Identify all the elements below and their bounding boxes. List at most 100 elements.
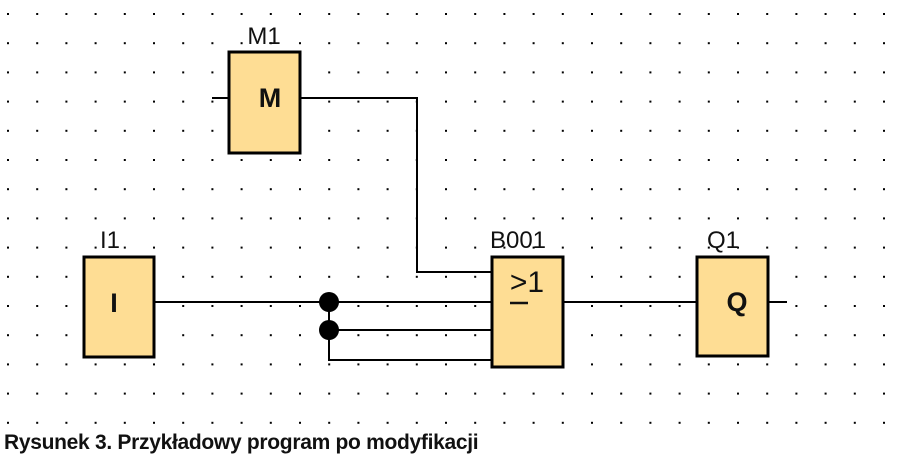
grid-dot (766, 421, 769, 424)
grid-dot (153, 71, 155, 74)
grid-dot (620, 363, 623, 366)
grid-dot (415, 392, 418, 395)
grid-dot (357, 334, 360, 337)
grid-dot (211, 129, 214, 132)
grid-dot (65, 363, 68, 366)
grid-dot (153, 246, 155, 249)
grid-dot (795, 334, 798, 337)
grid-dot (153, 100, 155, 103)
grid-dot (678, 71, 681, 74)
block-m1[interactable]: M1 M (227, 23, 302, 155)
grid-dot (591, 100, 593, 103)
grid-dot (445, 217, 447, 220)
grid-dot (824, 42, 827, 45)
block-i1[interactable]: I1 I (82, 227, 156, 359)
grid-dot (620, 275, 623, 278)
grid-dot (269, 246, 272, 249)
grid-dot (620, 305, 623, 307)
grid-dot (824, 392, 827, 395)
block-b001-or-gate[interactable]: B001 >1 (490, 227, 565, 369)
grid-dot (415, 363, 418, 366)
grid-dot (386, 246, 389, 249)
grid-dot (415, 334, 418, 337)
grid-dot (182, 363, 185, 366)
grid-dot (299, 246, 301, 249)
grid-dot (153, 42, 155, 45)
block-body (695, 255, 770, 358)
grid-dot (123, 71, 126, 74)
grid-dot (445, 42, 447, 45)
grid-dot (474, 100, 477, 103)
grid-dot (445, 392, 447, 395)
grid-dot (269, 275, 272, 278)
grid-dot (737, 13, 739, 15)
grid-dot (7, 392, 9, 395)
grid-dot (415, 305, 418, 307)
grid-dot (824, 188, 827, 191)
grid-dot (883, 71, 885, 74)
grid-dot (737, 217, 739, 220)
block-body (227, 50, 302, 155)
grid-dot (503, 421, 506, 424)
grid-dot (211, 334, 214, 337)
grid-dot (211, 100, 214, 103)
grid-dot (707, 217, 710, 220)
block-body (82, 255, 156, 359)
grid-dot (620, 13, 623, 15)
grid-dot (620, 188, 623, 191)
grid-dot (853, 334, 856, 337)
grid-dot (36, 305, 39, 307)
grid-dot (561, 129, 564, 132)
grid-dot (123, 129, 126, 132)
grid-dot (678, 42, 681, 45)
grid-dot (883, 305, 885, 307)
grid-dot (7, 275, 9, 278)
grid-dot (883, 275, 885, 278)
grid-dot (386, 305, 389, 307)
grid-dot (94, 42, 97, 45)
grid-dot (474, 217, 477, 220)
block-label: I1 (100, 227, 120, 254)
grid-dot (649, 246, 652, 249)
grid-dot (94, 421, 97, 424)
figure-caption: Rysunek 3. Przykładowy program po modyfi… (4, 431, 479, 454)
grid-dot (211, 188, 214, 191)
grid-dot (707, 71, 710, 74)
grid-dot (7, 71, 9, 74)
grid-dot (299, 42, 301, 45)
grid-dot (211, 246, 214, 249)
grid-dot (824, 334, 827, 337)
grid-dot (182, 188, 185, 191)
grid-dot (591, 363, 593, 366)
grid-dot (591, 13, 593, 15)
grid-dot (532, 159, 535, 161)
grid-dot (182, 421, 185, 424)
grid-dot (795, 392, 798, 395)
grid-dot (649, 42, 652, 45)
grid-dot (386, 159, 389, 161)
grid-dot (240, 334, 243, 337)
grid-dot (7, 363, 9, 366)
grid-dot (678, 188, 681, 191)
grid-dot (853, 392, 856, 395)
grid-dot (445, 159, 447, 161)
grid-dot (824, 100, 827, 103)
block-symbol: M (259, 83, 282, 113)
grid-dot (474, 363, 477, 366)
grid-dot (795, 275, 798, 278)
grid-dot (299, 217, 301, 220)
grid-dot (737, 71, 739, 74)
grid-dot (211, 71, 214, 74)
block-q1[interactable]: Q1 Q (695, 227, 770, 358)
grid-dot (737, 363, 739, 366)
grid-dot (123, 217, 126, 220)
grid-dot (766, 363, 769, 366)
grid-dot (883, 392, 885, 395)
grid-dot (357, 13, 360, 15)
grid-dot (386, 13, 389, 15)
grid-dot (328, 42, 331, 45)
grid-dot (182, 246, 185, 249)
grid-dot (153, 188, 155, 191)
grid-dot (824, 305, 827, 307)
grid-dot (474, 305, 477, 307)
